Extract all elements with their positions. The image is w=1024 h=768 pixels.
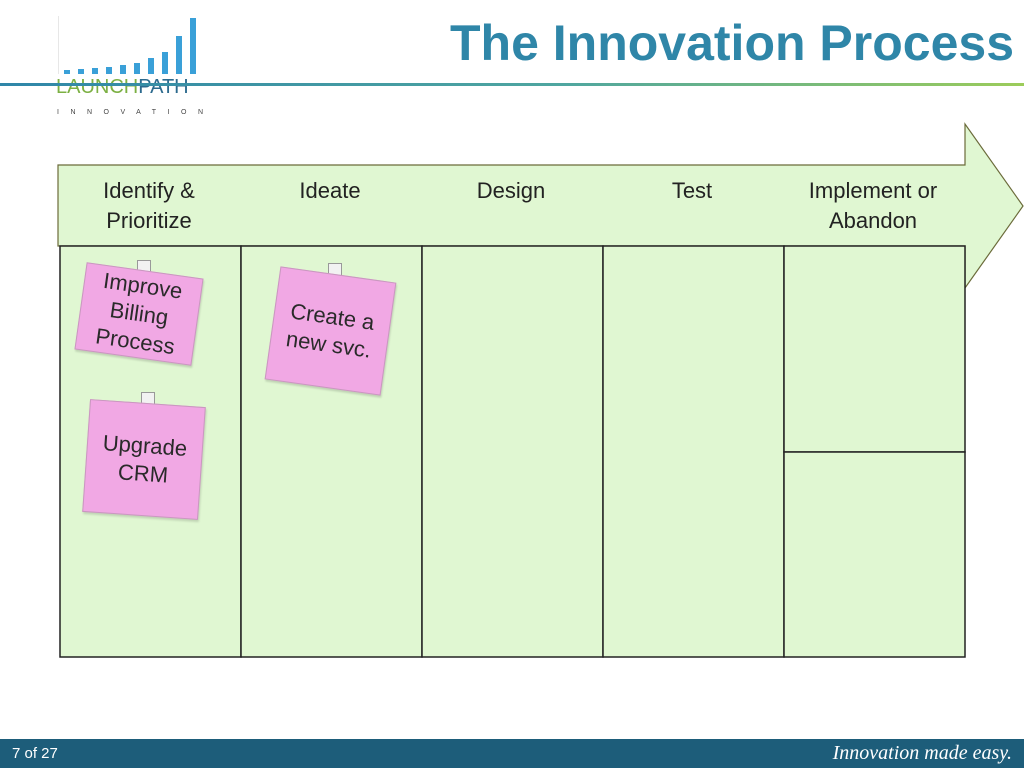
page-title: The Innovation Process — [449, 15, 1014, 71]
stage-label-line: Implement or — [808, 178, 938, 203]
stage-label-line: Test — [671, 178, 713, 203]
stage-label-implement: Implement or Abandon — [788, 176, 958, 236]
footer-bar — [0, 739, 1024, 768]
stage-label-test: Test — [607, 176, 777, 206]
stage-column-5-bottom — [783, 451, 966, 658]
launchpath-logo: LAUNCHPATH INNOVATION — [56, 16, 204, 116]
stage-label-line: Prioritize — [106, 208, 192, 233]
stage-label-ideate: Ideate — [245, 176, 415, 206]
stage-label-design: Design — [426, 176, 596, 206]
logo-subtitle: INNOVATION — [57, 109, 215, 116]
header-divider — [0, 83, 1024, 86]
stage-column-4 — [602, 245, 785, 658]
bar-chart-logo-icon — [58, 16, 196, 74]
stage-label-line: Ideate — [299, 178, 361, 203]
stage-column-5-top — [783, 245, 966, 453]
stage-label-identify: Identify & Prioritize — [64, 176, 234, 236]
sticky-note-create-svc[interactable]: Create a new svc. — [264, 266, 397, 396]
sticky-note-upgrade-crm[interactable]: Upgrade CRM — [82, 399, 206, 520]
footer-tagline: Innovation made easy. — [832, 742, 1012, 764]
stage-label-line: Abandon — [828, 208, 918, 233]
stage-label-line: Design — [476, 178, 546, 203]
stage-column-3 — [421, 245, 604, 658]
sticky-note-improve-billing[interactable]: Improve Billing Process — [74, 262, 204, 366]
stage-label-line: Identify & — [103, 178, 195, 203]
page-number: 7 of 27 — [12, 745, 58, 762]
logo-wordmark: LAUNCHPATH — [56, 76, 189, 98]
